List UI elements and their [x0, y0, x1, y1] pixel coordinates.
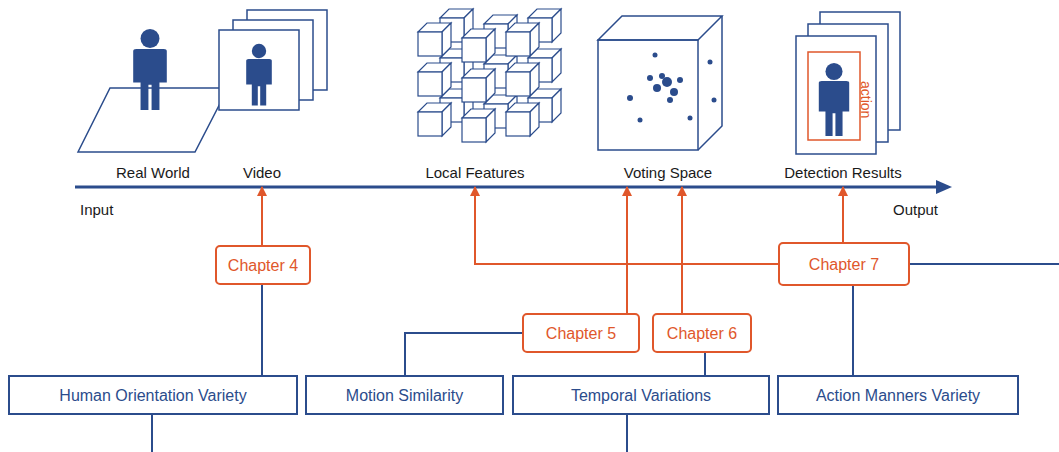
- node-text: Real World: [116, 164, 190, 182]
- axis-label: Output: [893, 201, 938, 219]
- node-text: Voting Space: [624, 164, 712, 182]
- node-text: Chapter 5: [546, 324, 616, 343]
- node-text: Chapter 4: [228, 256, 298, 275]
- chapter-box: Chapter 7: [778, 242, 910, 286]
- stage-label: Real World: [116, 164, 190, 187]
- challenge-box: Human Orientation Variety: [8, 375, 298, 415]
- leader-line: [151, 415, 153, 452]
- leader-line: [910, 263, 1059, 265]
- line-connector: [704, 353, 706, 375]
- challenge-box: Motion Similarity: [305, 375, 504, 415]
- stage-label: Voting Space: [624, 164, 712, 187]
- leader-line: [626, 415, 628, 452]
- person-icon: [133, 29, 167, 110]
- video-frames: [219, 10, 327, 110]
- vote-dots: [627, 53, 717, 123]
- stage-label: Detection Results: [784, 164, 902, 187]
- node-text: Detection Results: [784, 164, 902, 182]
- arrow-connector: [842, 187, 844, 242]
- challenge-box: Temporal Variations: [512, 375, 770, 415]
- node-text: Chapter 6: [667, 324, 737, 343]
- result-frames: [796, 12, 900, 154]
- feature-cubes: [418, 9, 561, 142]
- stage-label: Local Features: [425, 164, 524, 187]
- arrow-connector: [626, 187, 628, 313]
- node-text: Video: [243, 164, 281, 182]
- axis-head: [936, 180, 952, 194]
- node-text: Motion Similarity: [346, 386, 463, 405]
- node-text: Action Manners Variety: [816, 386, 980, 405]
- node-text: Human Orientation Variety: [59, 386, 246, 405]
- node-text: Temporal Variations: [571, 386, 711, 405]
- pipeline-axis: [75, 186, 940, 189]
- challenge-box: Action Manners Variety: [777, 375, 1019, 415]
- detection-box: [808, 52, 860, 140]
- chapter-box: Chapter 4: [215, 245, 311, 285]
- axis-label: Input: [80, 201, 113, 219]
- chapter-box: Chapter 5: [522, 313, 640, 353]
- person-icon: [246, 44, 272, 106]
- arrow-connector: [681, 187, 683, 313]
- voting-cube: [598, 16, 722, 150]
- chapter-box: Chapter 6: [652, 313, 752, 353]
- line-connector: [405, 333, 522, 375]
- stage-label: Video: [243, 164, 281, 187]
- node-text: Chapter 7: [809, 255, 879, 274]
- action-tag: action: [857, 81, 875, 118]
- arrow-connector: [261, 187, 263, 245]
- line-connector: [261, 285, 263, 375]
- line-connector: [852, 286, 854, 375]
- person-icon: [819, 63, 849, 136]
- node-text: Local Features: [425, 164, 524, 182]
